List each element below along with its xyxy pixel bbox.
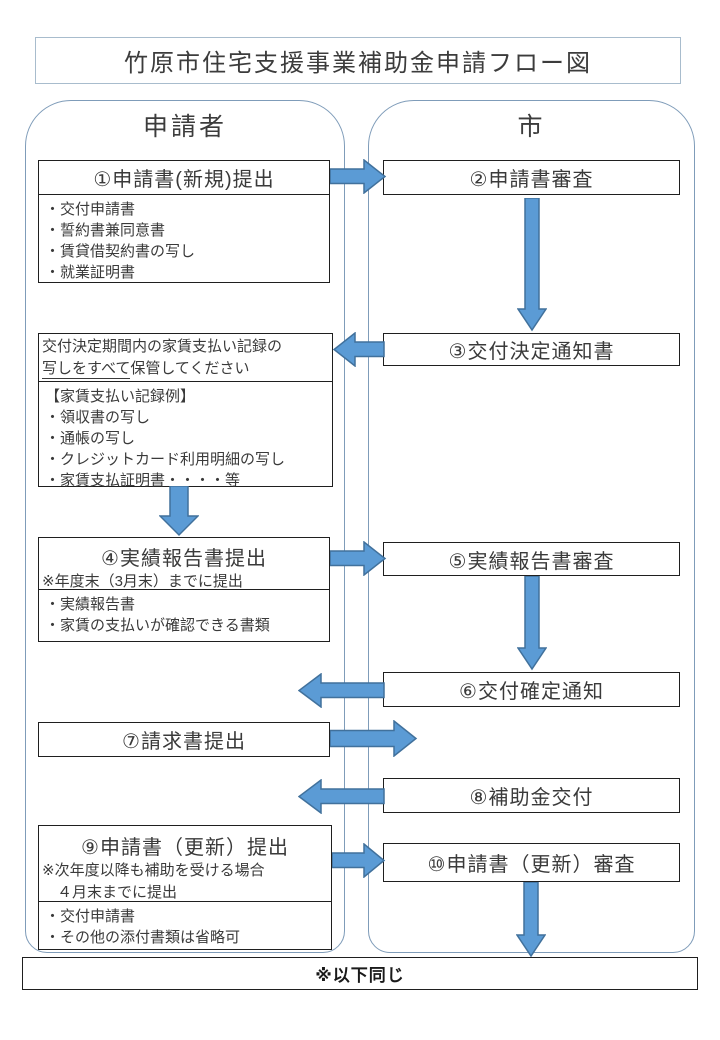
keep-note-box: 交付決定期間内の家賃支払い記録の 写しをすべて保管してください [38, 333, 333, 382]
arrow-step3-to-keep-note [333, 332, 385, 367]
step8-title: ⑧補助金交付 [469, 787, 594, 809]
list-item: ・誓約書兼同意書 [45, 221, 166, 239]
step1-box: ①申請書(新規)提出 [38, 160, 330, 195]
step6-title: ⑥交付確定通知 [459, 681, 604, 703]
rent-record-examples-box: 【家賃支払い記録例】 ・領収書の写し ・通帳の写し ・クレジットカード利用明細の… [38, 380, 333, 489]
footer-note: ※以下同じ [315, 966, 405, 985]
step10-box: ⑩申請書（更新）審査 [383, 843, 680, 882]
step9-attachments: ・交付申請書 ・その他の添付書類は省略可 [38, 900, 332, 950]
step4-box: ④実績報告書提出 ※年度末（3月末）までに提出 [38, 537, 330, 592]
arrow-step1-to-step2 [330, 159, 387, 194]
arrow-step2-to-step3 [517, 198, 547, 332]
step4-deadline-note: ※年度末（3月末）までに提出 [42, 573, 243, 592]
list-item: ・実績報告書 [45, 595, 136, 613]
list-item: ・領収書の写し [45, 408, 151, 426]
step2-title: ②申請書審査 [469, 169, 594, 191]
list-item: ・家賃支払証明書・・・・等 [45, 471, 241, 489]
step4-attachments: ・実績報告書 ・家賃の支払いが確認できる書類 [38, 588, 330, 642]
step9-renewal-note: ※次年度以降も補助を受ける場合 [42, 862, 265, 879]
arrow-step5-to-step6 [517, 576, 547, 671]
step1-title: ①申請書(新規)提出 [93, 169, 275, 191]
step4-title: ④実績報告書提出 [101, 548, 267, 570]
step7-box: ⑦請求書提出 [38, 722, 330, 757]
list-item: ・その他の添付書類は省略可 [45, 928, 241, 946]
list-item: ・賃貸借契約書の写し [45, 242, 196, 260]
arrow-step6-to-applicant [298, 673, 385, 708]
arrow-keep-note-to-step4 [159, 486, 199, 537]
step8-box: ⑧補助金交付 [383, 778, 680, 813]
step2-box: ②申請書審査 [383, 160, 680, 195]
examples-title: 【家賃支払い記録例】 [45, 387, 196, 405]
arrow-step7-to-city [330, 720, 418, 757]
step3-box: ③交付決定通知書 [383, 333, 680, 366]
arrow-step4-to-step5 [330, 541, 387, 576]
list-item: ・交付申請書 [45, 907, 136, 925]
list-item: ・クレジットカード利用明細の写し [45, 450, 286, 468]
step5-title: ⑤実績報告書審査 [448, 550, 615, 573]
list-item: ・交付申請書 [45, 200, 136, 218]
step3-title: ③交付決定通知書 [448, 341, 615, 363]
step9-box: ⑨申請書（更新）提出 ※次年度以降も補助を受ける場合 ４月末までに提出 [38, 825, 332, 903]
page-title: 竹原市住宅支援事業補助金申請フロー図 [124, 50, 592, 77]
step7-title: ⑦請求書提出 [122, 731, 246, 753]
lane-city-label: 市 [517, 113, 546, 141]
lane-applicant-label: 申請者 [142, 113, 227, 141]
arrow-step9-to-step10 [332, 843, 386, 878]
footer-bar: ※以下同じ [22, 957, 698, 990]
list-item: ・就業証明書 [45, 263, 136, 281]
step5-box: ⑤実績報告書審査 [383, 542, 680, 576]
step10-title: ⑩申請書（更新）審査 [427, 854, 636, 876]
step1-attachments: ・交付申請書 ・誓約書兼同意書 ・賃貸借契約書の写し ・就業証明書 [38, 193, 330, 283]
title-box: 竹原市住宅支援事業補助金申請フロー図 [35, 37, 681, 84]
step9-deadline-note: ４月末までに提出 [57, 884, 178, 903]
lane-applicant [25, 100, 345, 953]
list-item: ・家賃の支払いが確認できる書類 [45, 616, 270, 634]
arrow-step10-to-footer [516, 882, 546, 958]
step6-box: ⑥交付確定通知 [383, 672, 680, 707]
arrow-step8-to-applicant [298, 779, 385, 814]
list-item: ・通帳の写し [45, 429, 136, 447]
step9-title: ⑨申請書（更新）提出 [81, 837, 289, 859]
